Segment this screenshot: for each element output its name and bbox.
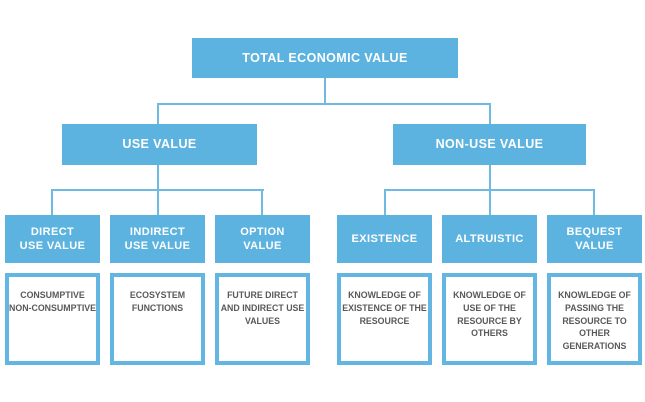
- connector-altruistic-drop: [489, 189, 491, 215]
- desc-existence: KNOWLEDGE OF EXISTENCE OF THE RESOURCE: [337, 273, 432, 365]
- connector-non-use-stem: [489, 165, 491, 191]
- desc-direct-use-value: CONSUMPTIVE NON-CONSUMPTIVE: [5, 273, 100, 365]
- connector-option-drop: [261, 189, 263, 215]
- connector-level2-crossbar: [157, 103, 491, 105]
- node-total-economic-value: TOTAL ECONOMIC VALUE: [192, 38, 458, 78]
- desc-altruistic: KNOWLEDGE OF USE OF THE RESOURCE BY OTHE…: [442, 273, 537, 365]
- connector-indirect-drop: [157, 189, 159, 215]
- desc-option-value: FUTURE DIRECT AND INDIRECT USE VALUES: [215, 273, 310, 365]
- connector-bequest-drop: [593, 189, 595, 215]
- node-direct-use-value: DIRECT USE VALUE: [5, 215, 100, 263]
- node-non-use-value: NON-USE VALUE: [393, 124, 586, 165]
- node-altruistic: ALTRUISTIC: [442, 215, 537, 263]
- node-use-value: USE VALUE: [62, 124, 257, 165]
- connector-direct-drop: [51, 189, 53, 215]
- node-existence: EXISTENCE: [337, 215, 432, 263]
- connector-use-value-drop: [157, 103, 159, 124]
- connector-non-use-value-drop: [489, 103, 491, 124]
- connector-existence-drop: [384, 189, 386, 215]
- desc-bequest-value: KNOWLEDGE OF PASSING THE RESOURCE TO OTH…: [547, 273, 642, 365]
- node-indirect-use-value: INDIRECT USE VALUE: [110, 215, 205, 263]
- desc-indirect-use-value: ECOSYSTEM FUNCTIONS: [110, 273, 205, 365]
- node-option-value: OPTION VALUE: [215, 215, 310, 263]
- node-bequest-value: BEQUEST VALUE: [547, 215, 642, 263]
- connector-root-stem: [324, 78, 326, 104]
- connector-use-value-stem: [157, 165, 159, 191]
